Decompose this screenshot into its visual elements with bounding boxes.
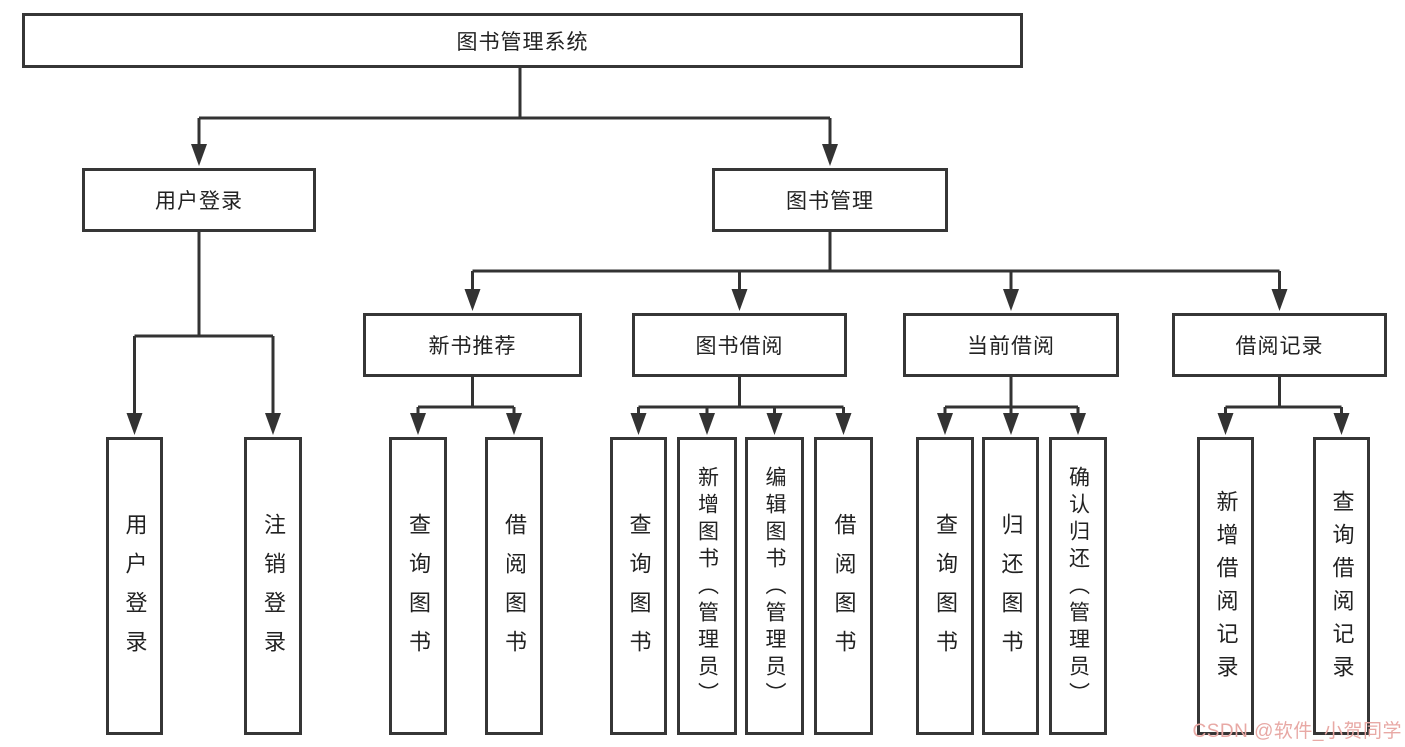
node-book-borrowing-label: 图书借阅 [695, 335, 784, 358]
node-user-login: 用户登录 [82, 168, 316, 232]
leaf-records-add-label: 新增借阅记录 [1213, 490, 1239, 688]
leaf-borrowing-add-label: 新增图书（管理员） [695, 466, 719, 709]
leaf-borrowing-borrow-label: 借阅图书 [831, 512, 857, 669]
node-root-label: 图书管理系统 [456, 30, 589, 54]
leaf-newbook-query: 查询图书 [389, 437, 447, 735]
leaf-borrowing-edit: 编辑图书（管理员） [745, 437, 804, 735]
leaf-current-confirm-return-label: 确认归还（管理员） [1066, 466, 1090, 709]
node-root: 图书管理系统 [22, 13, 1023, 68]
leaf-records-add: 新增借阅记录 [1197, 437, 1254, 735]
leaf-current-query-label: 查询图书 [933, 512, 958, 669]
node-user-login-label: 用户登录 [155, 190, 243, 213]
leaf-borrowing-borrow: 借阅图书 [814, 437, 873, 735]
node-borrow-records-label: 借阅记录 [1235, 335, 1324, 358]
leaf-current-return-label: 归还图书 [998, 512, 1024, 669]
leaf-logout-label: 注销登录 [261, 512, 286, 669]
leaf-newbook-borrow: 借阅图书 [485, 437, 543, 735]
leaf-borrowing-query: 查询图书 [610, 437, 667, 735]
leaf-borrowing-add: 新增图书（管理员） [677, 437, 737, 735]
leaf-borrowing-query-label: 查询图书 [626, 512, 652, 669]
leaf-current-return: 归还图书 [982, 437, 1039, 735]
arrowheads [126, 144, 1350, 435]
node-new-book-recommend-label: 新书推荐 [428, 335, 517, 358]
connector-records-branch [1224, 377, 1343, 416]
leaf-borrowing-edit-label: 编辑图书（管理员） [763, 466, 786, 709]
leaf-user-login-label: 用户登录 [122, 512, 148, 669]
leaf-records-query: 查询借阅记录 [1313, 437, 1370, 735]
node-book-management: 图书管理 [712, 168, 948, 232]
node-borrow-records: 借阅记录 [1172, 313, 1387, 377]
connector-book-management-branch [471, 232, 1281, 292]
connector-root-branch [197, 68, 832, 146]
leaf-current-confirm-return: 确认归还（管理员） [1049, 437, 1107, 735]
connector-new-book-branch [416, 377, 516, 416]
node-book-borrowing: 图书借阅 [632, 313, 847, 377]
node-current-borrowing-label: 当前借阅 [967, 335, 1055, 358]
connector-borrowing-branch [637, 377, 845, 416]
node-book-management-label: 图书管理 [786, 190, 874, 213]
connector-current-branch [943, 377, 1080, 416]
node-new-book-recommend: 新书推荐 [363, 313, 582, 377]
leaf-user-login: 用户登录 [106, 437, 163, 735]
leaf-newbook-borrow-label: 借阅图书 [502, 512, 527, 669]
connector-user-login-branch [133, 232, 275, 416]
node-current-borrowing: 当前借阅 [903, 313, 1119, 377]
leaf-records-query-label: 查询借阅记录 [1329, 490, 1355, 688]
leaf-logout: 注销登录 [244, 437, 302, 735]
leaf-current-query: 查询图书 [916, 437, 974, 735]
leaf-newbook-query-label: 查询图书 [406, 512, 431, 669]
csdn-watermark: CSDN @软件_小贺同学 [1192, 721, 1402, 742]
